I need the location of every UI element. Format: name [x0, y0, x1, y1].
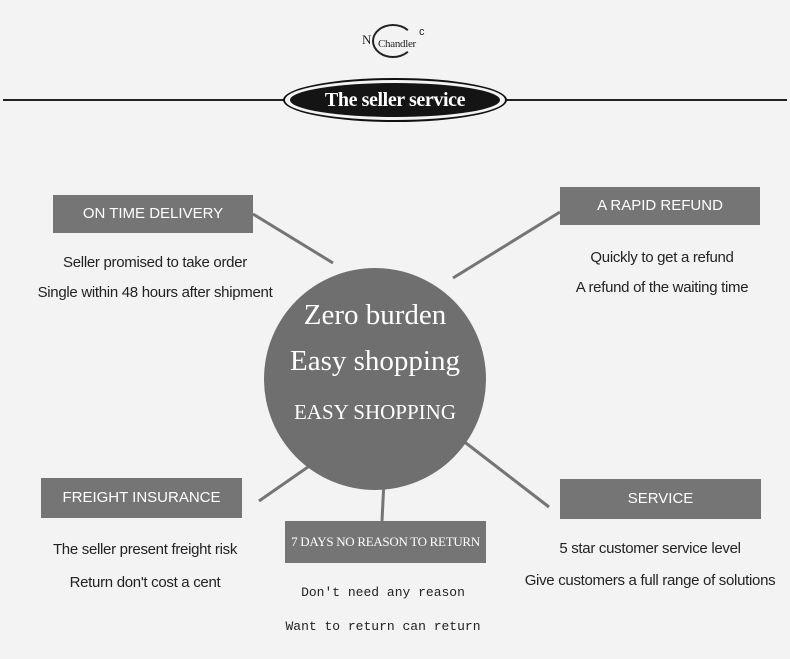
freight-insurance-line-2: Return don't cost a cent — [69, 574, 221, 591]
on-time-delivery-label: ON TIME DELIVERY — [53, 195, 253, 233]
brand-logo: N Chandler c — [362, 22, 434, 64]
center-line-1: Zero burden — [303, 299, 447, 331]
connector-on-time-delivery — [252, 212, 334, 265]
service-line-2: Give customers a full range of solutions — [524, 572, 776, 589]
logo-ring — [372, 24, 414, 58]
on-time-delivery-line-1: Seller promised to take order — [63, 254, 247, 271]
center-line-2: Easy shopping — [290, 345, 460, 377]
banner-title: The seller service — [324, 89, 466, 111]
on-time-delivery-line-2: Single within 48 hours after shipment — [37, 284, 273, 301]
seven-days-return-label: 7 DAYS NO REASON TO RETURN — [285, 521, 486, 563]
freight-insurance-label: FREIGHT INSURANCE — [41, 478, 242, 518]
logo-initial: N — [362, 32, 372, 47]
freight-insurance-line-1: The seller present freight risk — [52, 541, 238, 558]
connector-rapid-refund — [452, 210, 561, 280]
center-line-3: EASY SHOPPING — [293, 400, 456, 424]
rapid-refund-line-2: A refund of the waiting time — [575, 279, 749, 296]
service-line-1: 5 star customer service level — [559, 540, 741, 557]
connector-service — [461, 438, 550, 509]
logo-name: Chandler — [378, 38, 416, 50]
logo-mark: c — [419, 26, 425, 38]
seven-days-return-line-2: Want to return can return — [285, 619, 481, 634]
service-label: SERVICE — [560, 479, 761, 519]
center-circle — [264, 268, 486, 490]
banner-pill — [290, 83, 500, 117]
seven-days-return-line-1: Don't need any reason — [301, 585, 465, 600]
rapid-refund-label: A RAPID REFUND — [560, 187, 760, 225]
rapid-refund-line-1: Quickly to get a refund — [590, 249, 734, 266]
